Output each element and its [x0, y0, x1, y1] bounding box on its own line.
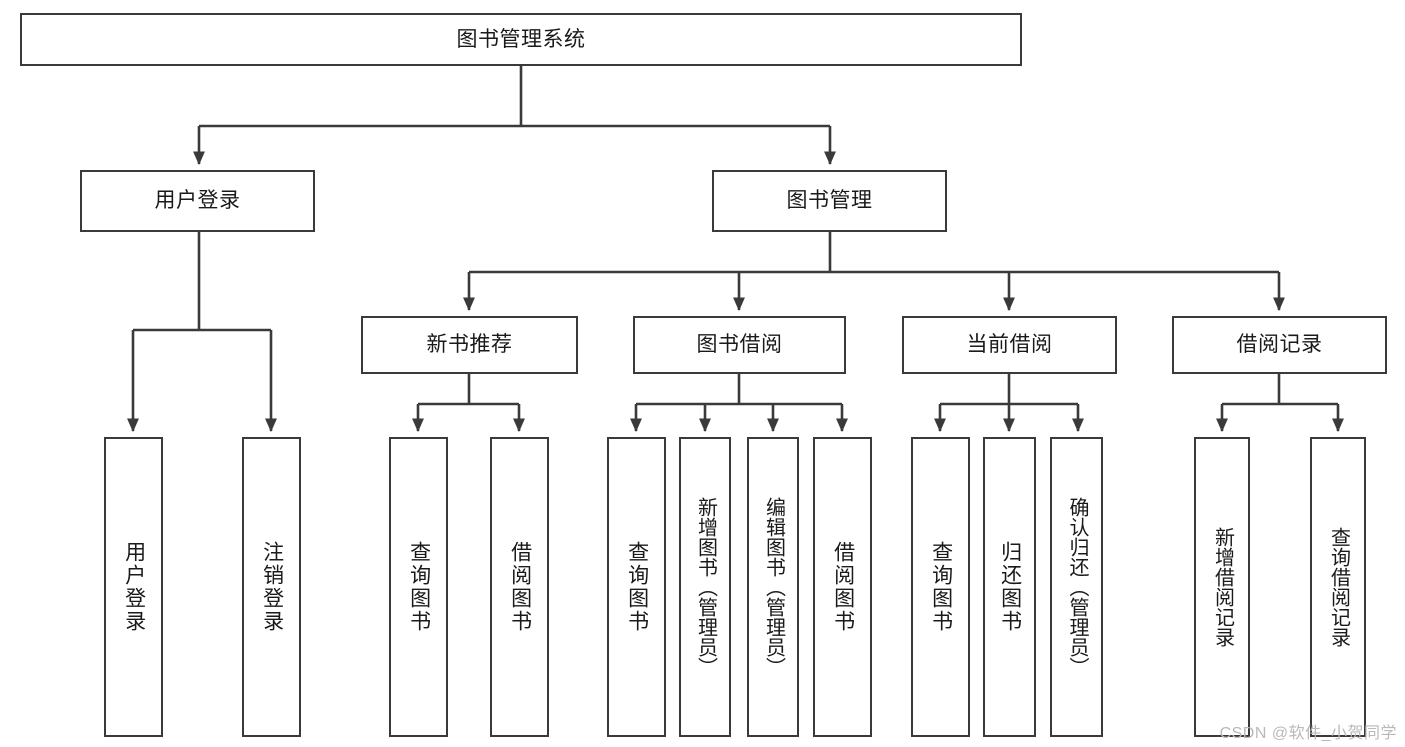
- node-label: 借阅图书: [508, 541, 532, 633]
- node-borrow-record[interactable]: 借阅记录: [1172, 316, 1387, 374]
- leaf-edit-book-admin[interactable]: 编辑图书（管理员）: [747, 437, 799, 737]
- leaf-borrow-book-recommend[interactable]: 借阅图书: [490, 437, 549, 737]
- leaf-query-book-current[interactable]: 查询图书: [911, 437, 970, 737]
- csdn-watermark: CSDN @软件_小贺同学: [1219, 725, 1397, 742]
- leaf-borrow-book[interactable]: 借阅图书: [813, 437, 872, 737]
- node-root-book-management-system[interactable]: 图书管理系统: [20, 13, 1022, 66]
- node-current-borrow[interactable]: 当前借阅: [902, 316, 1117, 374]
- node-label: 新增图书（管理员）: [694, 497, 717, 677]
- node-label: 查询借阅记录: [1327, 527, 1350, 647]
- node-label: 归还图书: [998, 541, 1022, 633]
- leaf-user-login[interactable]: 用户登录: [104, 437, 163, 737]
- node-label: 图书借阅: [696, 333, 783, 357]
- node-label: 查询图书: [929, 541, 953, 633]
- node-label: 新增借阅记录: [1211, 527, 1234, 647]
- node-label: 用户登录: [122, 541, 146, 633]
- leaf-return-book[interactable]: 归还图书: [983, 437, 1036, 737]
- node-label: 确认归还（管理员）: [1066, 497, 1088, 677]
- node-label: 查询图书: [625, 541, 649, 633]
- leaf-confirm-return-admin[interactable]: 确认归还（管理员）: [1050, 437, 1103, 737]
- node-new-book-recommend[interactable]: 新书推荐: [361, 316, 578, 374]
- node-label: 图书管理系统: [456, 27, 586, 51]
- node-label: 新书推荐: [426, 333, 513, 357]
- node-label: 借阅记录: [1236, 333, 1323, 357]
- node-label: 当前借阅: [966, 333, 1053, 357]
- node-label: 用户登录: [154, 189, 241, 213]
- leaf-add-borrow-record[interactable]: 新增借阅记录: [1194, 437, 1250, 737]
- node-book-borrow[interactable]: 图书借阅: [633, 316, 846, 374]
- node-label: 查询图书: [407, 541, 431, 633]
- leaf-query-book-recommend[interactable]: 查询图书: [389, 437, 448, 737]
- node-label: 注销登录: [260, 541, 284, 633]
- node-label: 编辑图书（管理员）: [762, 497, 785, 677]
- node-book-management[interactable]: 图书管理: [712, 170, 947, 232]
- leaf-query-book-borrow[interactable]: 查询图书: [607, 437, 666, 737]
- node-user-login[interactable]: 用户登录: [80, 170, 315, 232]
- leaf-add-book-admin[interactable]: 新增图书（管理员）: [679, 437, 731, 737]
- leaf-query-borrow-record[interactable]: 查询借阅记录: [1310, 437, 1366, 737]
- node-label: 借阅图书: [831, 541, 855, 633]
- node-label: 图书管理: [786, 189, 873, 213]
- leaf-logout[interactable]: 注销登录: [242, 437, 301, 737]
